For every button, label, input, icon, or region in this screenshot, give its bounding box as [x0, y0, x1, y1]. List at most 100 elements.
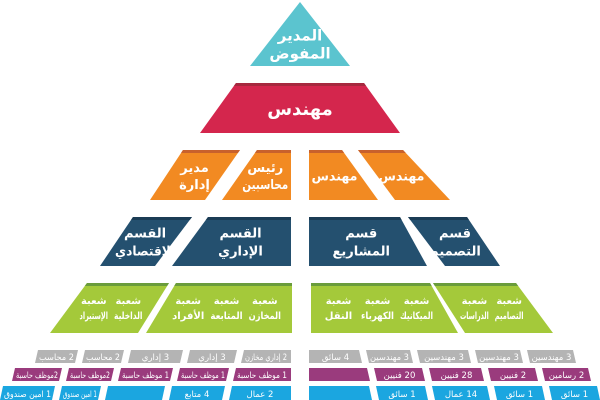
branch-group	[50, 283, 169, 333]
node-label: إدارة	[179, 178, 210, 193]
department-box-shape	[309, 217, 427, 266]
department-box-stripe	[408, 217, 470, 220]
node-label: القسم	[219, 227, 261, 242]
staff-cell-shape	[233, 368, 291, 381]
staff-cell-shape	[432, 386, 490, 400]
node-label: الإقتصادي	[115, 245, 175, 260]
manager-box	[358, 150, 450, 200]
staff-cell-shape	[366, 350, 413, 363]
branch-label: شعبة	[326, 296, 352, 307]
node-label: محاسبين	[242, 178, 288, 193]
staff-count-label: 20 فنيين	[384, 371, 416, 381]
manager-box-shape	[358, 150, 450, 200]
branch-group	[311, 283, 458, 333]
branch-group-stripe	[84, 283, 169, 286]
staff-count-label: 3 مهندسين	[424, 353, 464, 363]
staff-cell-shape	[417, 350, 471, 363]
staff-count-label: 2موظف حاسبة	[70, 371, 110, 381]
branch-label: التصاميم	[495, 311, 524, 322]
staff-cell-shape	[429, 368, 484, 381]
department-box	[172, 217, 291, 266]
manager-box	[222, 150, 291, 200]
department-box-shape	[172, 217, 291, 266]
staff-count-label: 1 امين صندوق	[63, 390, 97, 400]
staff-cell-shape	[309, 386, 372, 400]
branch-label: النقل	[325, 311, 352, 322]
staff-count-label: 2 محاسب	[39, 353, 74, 363]
branch-group-stripe	[433, 283, 519, 286]
staff-count-label: 2 رسامين	[549, 371, 585, 381]
manager-box-shape	[222, 150, 291, 200]
staff-cell-shape	[82, 350, 124, 363]
branch-group-shape	[50, 283, 169, 333]
department-box-shape	[100, 217, 192, 266]
apex-delegated-manager	[250, 2, 350, 66]
staff-count-label: 1 موظف حاسبة	[122, 371, 169, 381]
branch-label: شعبة	[365, 296, 391, 307]
staff-cell-shape	[12, 368, 62, 381]
branch-label: شعبة	[115, 296, 141, 307]
staff-cell-shape	[229, 386, 291, 400]
staff-cell-shape	[187, 350, 237, 363]
department-box-shape	[408, 217, 500, 266]
manager-box-shape	[309, 150, 378, 200]
branch-label: الداخلية	[114, 311, 143, 322]
branch-group-stripe	[174, 283, 292, 286]
department-box-stripe	[309, 217, 402, 220]
staff-count-label: 3 إداري	[198, 353, 225, 363]
branch-label: شعبة	[175, 296, 201, 307]
manager-box	[150, 150, 240, 200]
manager-box-shape	[150, 150, 240, 200]
staff-count-label: 1 سائق	[388, 390, 415, 400]
node-label: التصميم	[429, 245, 481, 260]
branch-label: المخازن	[249, 311, 281, 322]
node-label: مهندس	[379, 170, 425, 185]
branch-group	[433, 283, 553, 333]
staff-cell-shape	[488, 368, 538, 381]
staff-count-label: 1 موظف حاسبة	[237, 371, 287, 381]
staff-count-label: 4 سائق	[322, 353, 349, 363]
chief-engineer-stripe	[233, 83, 367, 86]
staff-cell-shape	[374, 368, 425, 381]
branch-label: شعبة	[404, 296, 430, 307]
chief-engineer-shape	[200, 83, 400, 133]
staff-count-label: 2موظف حاسبة	[16, 371, 58, 381]
staff-cell-shape	[128, 350, 183, 363]
node-label: مهندس	[312, 170, 358, 185]
staff-count-label: 3 مهندسين	[370, 353, 409, 363]
department-box	[100, 217, 192, 266]
manager-box-stripe	[181, 150, 240, 153]
department-box	[408, 217, 500, 266]
branch-label: شعبة	[81, 296, 107, 307]
branch-group	[146, 283, 292, 333]
staff-cell-shape	[527, 350, 576, 363]
branch-label: الإستيراد	[80, 311, 109, 322]
node-label: مدير	[179, 161, 209, 176]
branch-group-shape	[433, 283, 553, 333]
branch-group-stripe	[311, 283, 432, 286]
node-label: المفوض	[269, 44, 330, 62]
staff-cell-shape	[376, 386, 428, 400]
node-label: الإداري	[218, 245, 263, 260]
branch-label: شعبة	[252, 296, 278, 307]
manager-box	[309, 150, 378, 200]
staff-cell-shape	[0, 386, 55, 400]
staff-cell-shape	[549, 386, 600, 400]
staff-count-label: 3 مهندسين	[479, 353, 519, 363]
staff-count-label: 1 سائق	[561, 390, 588, 400]
staff-count-label: 28 فنيين	[441, 371, 473, 381]
branch-label: الدراسات	[460, 311, 489, 322]
staff-cell-shape	[309, 368, 370, 381]
department-box-stripe	[205, 217, 291, 220]
staff-count-label: 2 عمال	[247, 390, 274, 400]
staff-cell-shape	[59, 386, 101, 400]
staff-count-label: 1 امين صندوق	[4, 390, 51, 400]
staff-cell-shape	[494, 386, 545, 400]
node-label: قسم	[345, 227, 377, 242]
department-box	[309, 217, 427, 266]
chief-engineer	[200, 83, 400, 133]
node-label: القسم	[124, 227, 166, 242]
staff-cell-shape	[169, 386, 225, 400]
staff-count-label: 3 إداري	[142, 353, 169, 363]
